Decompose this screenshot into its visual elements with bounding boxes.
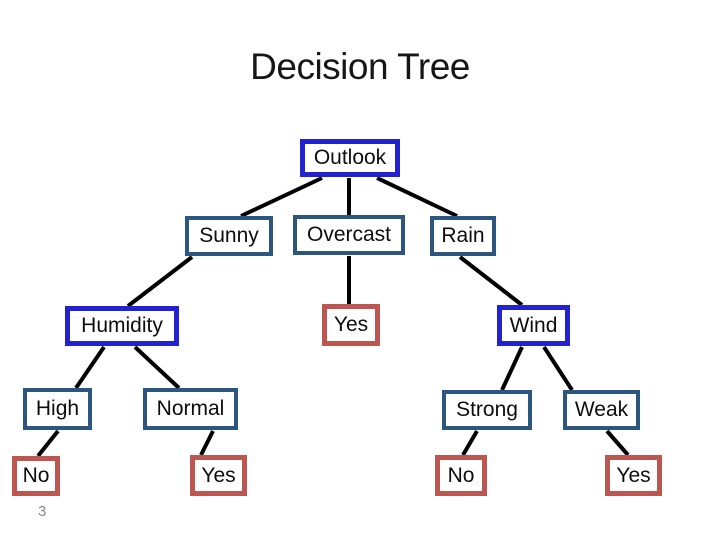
- node-label: Humidity: [81, 314, 163, 337]
- node-yes-left: Yes: [190, 455, 247, 496]
- node-label: Yes: [201, 463, 236, 487]
- node-sunny: Sunny: [185, 216, 273, 256]
- node-label: Outlook: [313, 146, 387, 169]
- edge-rain-to-wind: [458, 255, 524, 307]
- edge-humidity-to-normal: [133, 345, 181, 390]
- edge-wind-to-weak: [542, 345, 574, 392]
- edge-sunny-to-humidity: [126, 255, 194, 308]
- node-outlook: Outlook: [300, 139, 400, 177]
- node-high: High: [23, 388, 92, 430]
- node-label: Wind: [509, 313, 558, 337]
- page-number: 3: [38, 503, 47, 520]
- node-humidity: Humidity: [65, 306, 179, 346]
- edge-high-to-no: [36, 429, 60, 458]
- node-label: Sunny: [199, 224, 259, 247]
- node-yes-mid: Yes: [322, 304, 380, 346]
- node-yes-right: Yes: [605, 455, 662, 496]
- node-rain: Rain: [430, 216, 496, 256]
- node-label: Weak: [574, 398, 629, 421]
- node-label: Overcast: [306, 223, 392, 246]
- node-label: No: [22, 464, 50, 487]
- node-strong: Strong: [442, 390, 532, 430]
- edge-wind-to-strong: [500, 346, 524, 391]
- node-label: Yes: [333, 313, 369, 336]
- node-label: Yes: [616, 463, 651, 487]
- edge-outlook-to-sunny: [240, 176, 323, 218]
- edge-humidity-to-high: [74, 345, 106, 390]
- slide-title: Decision Tree: [250, 46, 470, 87]
- node-label: No: [447, 463, 475, 487]
- node-no-left: No: [12, 456, 60, 496]
- node-wind: Wind: [497, 305, 570, 346]
- node-normal: Normal: [143, 388, 238, 430]
- node-overcast: Overcast: [293, 215, 405, 255]
- node-label: High: [35, 397, 80, 420]
- node-weak: Weak: [563, 390, 640, 430]
- edge-normal-to-yes: [199, 430, 215, 456]
- node-no-right: No: [435, 455, 487, 496]
- edge-outlook-to-rain: [376, 176, 458, 218]
- node-label: Normal: [156, 397, 225, 420]
- edge-weak-to-yes: [605, 429, 630, 457]
- node-label: Rain: [441, 224, 485, 247]
- edge-strong-to-no: [461, 429, 479, 457]
- node-label: Strong: [456, 398, 518, 421]
